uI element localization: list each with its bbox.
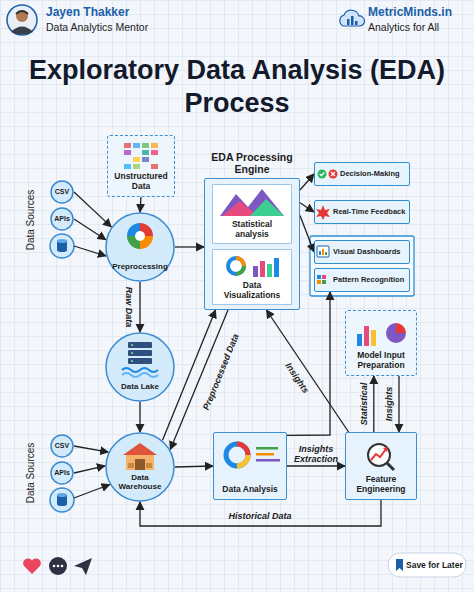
- node-text: Preprocessing: [112, 262, 168, 271]
- node-text: Data Lake: [121, 382, 159, 391]
- avatar-icon: [7, 5, 37, 35]
- circle-shape: [51, 181, 73, 203]
- node-text: Data Warehouse: [110, 473, 170, 491]
- connector-arrow: [139, 402, 140, 432]
- save-button: [388, 553, 466, 577]
- connector-arrow: [140, 197, 141, 212]
- edge-label: Insights: [384, 387, 394, 422]
- connector-arrow: [175, 246, 204, 247]
- edge-label: Historical Data: [228, 511, 291, 521]
- source-circle: CSV: [50, 180, 74, 204]
- connector-arrow: [398, 376, 399, 432]
- edge-label: Preprocessed Data: [201, 332, 241, 411]
- edge-label: Insights: [283, 361, 311, 395]
- connector-arrow: [74, 192, 111, 227]
- output-box: Visual Dashboards: [314, 240, 410, 264]
- process-circle: Preprocessing: [105, 212, 175, 282]
- connector-arrow: [74, 466, 105, 473]
- source-circle: CSV: [50, 434, 74, 458]
- process-box: Data Analysis: [213, 432, 287, 500]
- output-box: Decision-Making: [314, 162, 410, 186]
- circle-shape: [106, 433, 174, 501]
- circle-outline: [105, 212, 175, 282]
- edge-label: Insights Extraction: [289, 444, 343, 465]
- process-box: Feature Engineering: [345, 432, 417, 500]
- connector-arrow: [175, 466, 213, 467]
- node-text: Unstructured Data: [110, 172, 172, 192]
- connector-arrow: [300, 203, 314, 212]
- output-box: Pattern Recognition: [314, 268, 410, 292]
- group-label: Data Sources: [25, 443, 36, 504]
- node-text: APIs: [54, 469, 70, 477]
- database-source: [50, 234, 74, 512]
- output-box: Real-Time Feedback: [314, 200, 410, 224]
- connector-arrow: [74, 446, 108, 452]
- node-text: Real-Time Feedback: [333, 208, 405, 217]
- author-name: Jayen Thakker: [46, 5, 129, 19]
- circle-shape: [51, 435, 73, 457]
- source-box: Unstructured Data: [107, 135, 175, 197]
- footer-icons: [23, 557, 403, 575]
- circle-shape: [51, 208, 73, 230]
- author-role: Data Analytics Mentor: [46, 21, 148, 33]
- node-text: CSV: [55, 188, 69, 196]
- circle-outline: [105, 432, 175, 502]
- module-box: Statistical analysis: [212, 184, 292, 244]
- edge-label: Raw Data: [124, 287, 134, 328]
- diagram-title: Exploratory Data Analysis (EDA) Process: [27, 54, 447, 120]
- connector-arrow: [74, 219, 106, 240]
- node-text: EDA Processing Engine: [204, 150, 300, 178]
- module-box: Data Visualizations: [212, 249, 292, 305]
- brand-name: MetricMinds.in: [368, 5, 452, 19]
- node-text: Visual Dashboards: [333, 248, 400, 257]
- circle-shape: [51, 462, 73, 484]
- circle-shape: [106, 213, 174, 281]
- node-text: Decision-Making: [340, 170, 400, 179]
- node-text: Data Visualizations: [215, 281, 289, 301]
- connector-arrow: [287, 465, 345, 466]
- connector-arrow: [139, 282, 140, 332]
- source-circle: APIs: [50, 207, 74, 231]
- edge-label: Statistical: [359, 383, 369, 426]
- connector-arrow: [266, 310, 348, 432]
- button-label: Save for Later: [406, 560, 463, 570]
- process-circle: Data Warehouse: [105, 432, 175, 502]
- brand-tagline: Analytics for All: [368, 21, 439, 33]
- logo-icon: [340, 10, 365, 26]
- engine-box: EDA Processing EngineStatistical analysi…: [204, 150, 300, 310]
- circle-shape: [106, 333, 174, 401]
- circle-outline: [105, 332, 175, 402]
- group-label: Data Sources: [25, 190, 36, 251]
- node-text: Feature Engineering: [348, 475, 414, 495]
- node-text: Model Input Preparation: [348, 351, 414, 371]
- output-group-frame: [310, 236, 414, 296]
- connector-arrow: [300, 174, 314, 190]
- connector-arrow: [373, 376, 374, 432]
- process-circle: Data Lake: [105, 332, 175, 402]
- node-text: Statistical analysis: [215, 220, 289, 240]
- database-feed-arrow: [74, 246, 110, 498]
- node-text: APIs: [54, 215, 70, 223]
- node-text: Pattern Recognition: [333, 276, 404, 285]
- connector-arrow: [300, 216, 314, 252]
- source-box: Model Input Preparation: [345, 310, 417, 376]
- connector-arrow: [140, 500, 381, 526]
- node-text: CSV: [55, 442, 69, 450]
- source-circle: APIs: [50, 461, 74, 485]
- node-text: Data Analysis: [222, 485, 277, 495]
